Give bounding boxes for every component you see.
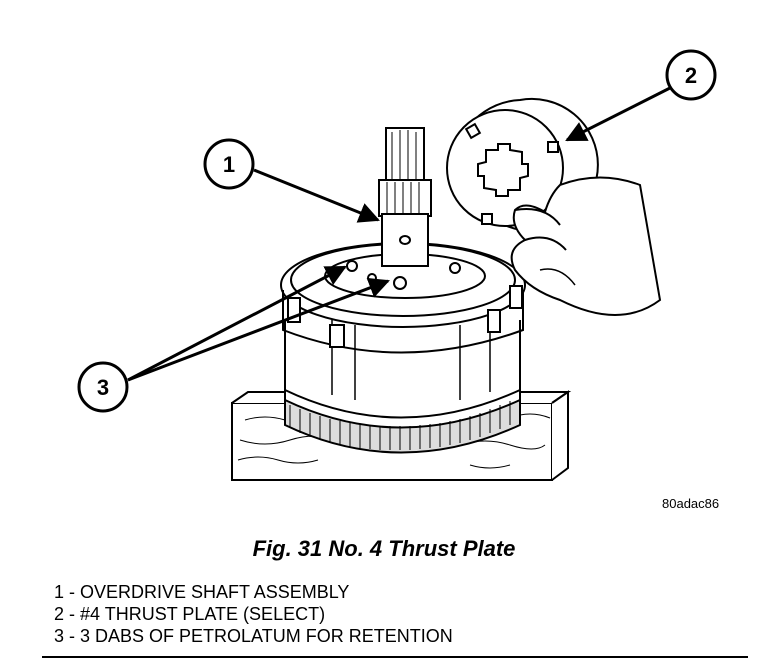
legend-item: 2 - #4 THRUST PLATE (SELECT): [54, 604, 326, 624]
callout-3: 3: [77, 361, 129, 413]
technical-illustration: 1 2 3: [77, 49, 717, 481]
clutch-drum: [280, 242, 526, 454]
svg-text:2: 2: [685, 63, 697, 88]
leader-lines: [127, 86, 671, 382]
callout-1: 1: [203, 138, 255, 190]
svg-text:3: 3: [97, 375, 109, 400]
legend-item: 1 - OVERDRIVE SHAFT ASSEMBLY: [54, 582, 350, 602]
callout-2: 2: [665, 49, 717, 101]
figure-caption: Fig. 31 No. 4 Thrust Plate: [252, 536, 516, 561]
image-code: 80adac86: [662, 496, 720, 511]
legend-list: 1 - OVERDRIVE SHAFT ASSEMBLY 2 - #4 THRU…: [54, 581, 453, 647]
bottom-rule: [42, 656, 748, 658]
legend-item: 3 - 3 DABS OF PETROLATUM FOR RETENTION: [54, 626, 453, 646]
svg-text:1: 1: [223, 152, 235, 177]
hand: [510, 176, 662, 316]
overdrive-shaft: [378, 127, 432, 267]
